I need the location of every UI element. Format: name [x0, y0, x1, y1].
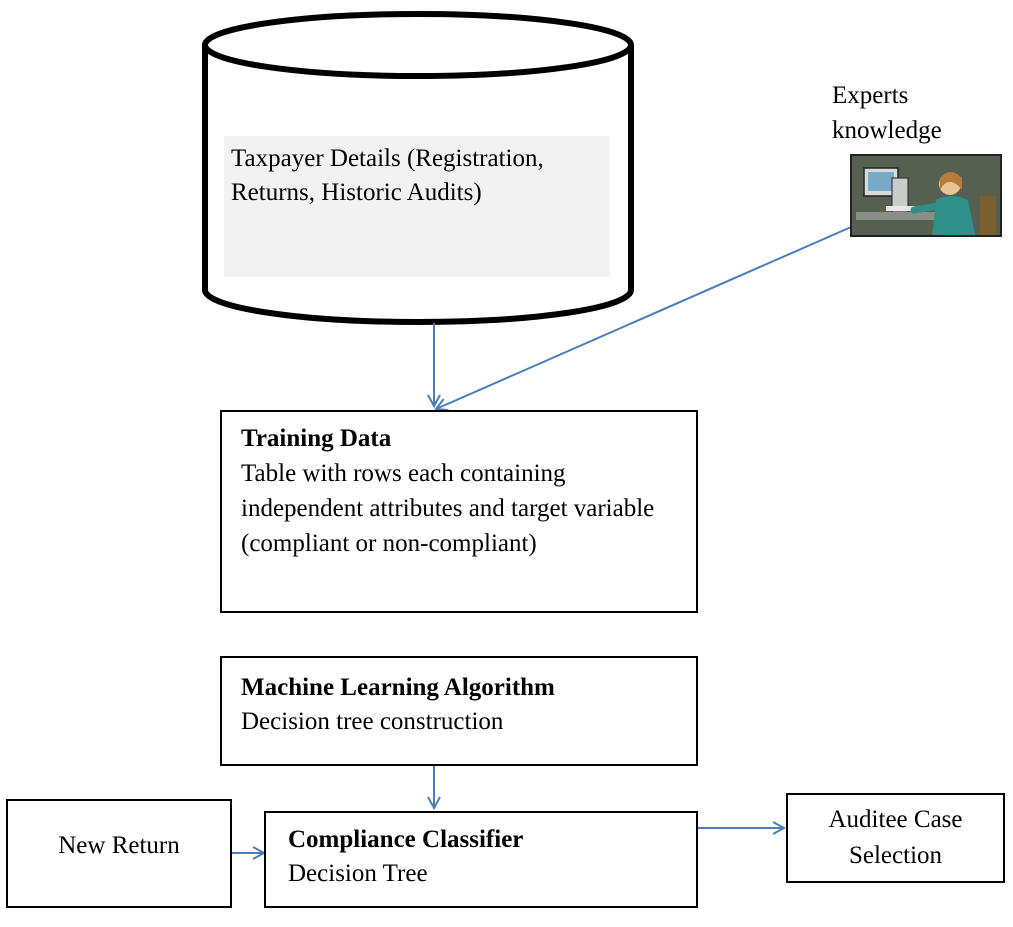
- training-data-body: Table with rows each containing independ…: [241, 460, 655, 557]
- ml-algorithm-box: Machine Learning Algorithm Decision tree…: [220, 656, 698, 766]
- experts-label: Experts knowledge: [832, 82, 942, 144]
- auditee-case-label: Auditee Case Selection: [828, 806, 963, 869]
- arrow-experts-to-training: [436, 223, 859, 409]
- compliance-classifier-body: Decision Tree: [288, 860, 428, 887]
- database-label-panel: Taxpayer Details (Registration, Returns,…: [224, 136, 610, 277]
- new-return-box: New Return: [6, 799, 232, 908]
- database-label: Taxpayer Details (Registration, Returns,…: [231, 145, 544, 206]
- training-data-box: Training Data Table with rows each conta…: [220, 410, 698, 613]
- ml-algorithm-title: Machine Learning Algorithm: [241, 674, 555, 701]
- person-at-computer-icon: [850, 154, 1002, 237]
- auditee-case-box: Auditee Case Selection: [786, 793, 1005, 883]
- new-return-label: New Return: [58, 831, 180, 859]
- training-data-title: Training Data: [241, 425, 392, 452]
- compliance-classifier-title: Compliance Classifier: [288, 826, 524, 853]
- ml-algorithm-body: Decision tree construction: [241, 708, 504, 735]
- compliance-classifier-box: Compliance Classifier Decision Tree: [264, 811, 698, 908]
